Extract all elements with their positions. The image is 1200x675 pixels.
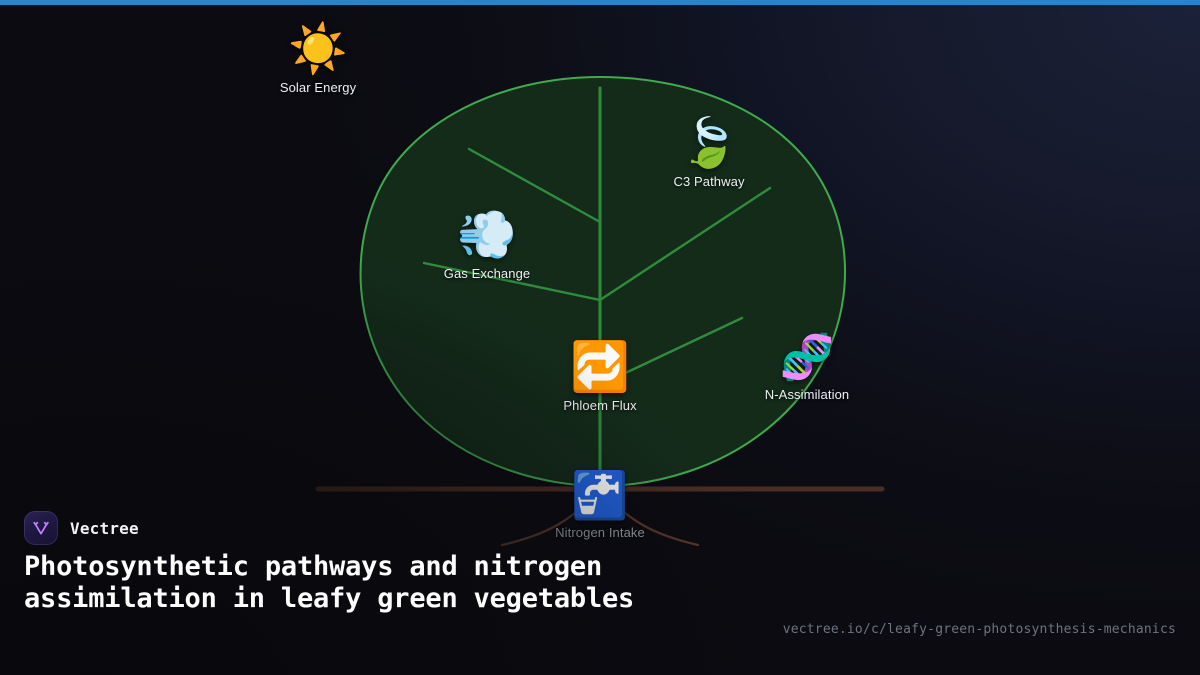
diagram-node-label: Phloem Flux (563, 398, 637, 413)
diagram-node-label: Solar Energy (279, 80, 357, 95)
potable-water-icon: 🚰 (571, 468, 629, 522)
diagram-node-n-assimilation[interactable]: 🧬 N-Assimilation (764, 332, 850, 403)
brand-block: Vectree (24, 511, 139, 545)
diagram-node-gas-exchange[interactable]: 💨 Gas Exchange (444, 211, 530, 281)
dna-icon: 🧬 (779, 332, 835, 383)
leaf-fluttering-icon: 🍃 (679, 115, 739, 171)
brand-name: Vectree (70, 518, 139, 538)
diagram-node-c3-pathway[interactable]: 🍃 C3 Pathway (673, 119, 744, 189)
wind-blowing-icon: 💨 (457, 207, 517, 263)
vectree-logo-icon (24, 511, 58, 545)
leaf-blade (359, 75, 847, 488)
diagram-node-label: N-Assimilation (764, 387, 850, 402)
diagram-node-label: Nitrogen Intake (555, 525, 645, 540)
diagram-node-label: C3 Pathway (673, 174, 745, 189)
diagram-node-label: Gas Exchange (443, 266, 531, 281)
arrows-exchange-icon: 🔁 (570, 339, 630, 395)
diagram-node-solar-energy[interactable]: ☀️ Solar Energy (280, 25, 356, 95)
page-title: Photosynthetic pathways and nitrogen ass… (24, 551, 635, 614)
sun-icon: ☀️ (288, 21, 348, 77)
diagram-node-phloem-flux[interactable]: 🔁 Phloem Flux (563, 343, 636, 413)
diagram-node-nitrogen-intake[interactable]: 🚰 Nitrogen Intake (555, 472, 645, 540)
source-url: vectree.io/c/leafy-green-photosynthesis-… (782, 622, 1176, 637)
